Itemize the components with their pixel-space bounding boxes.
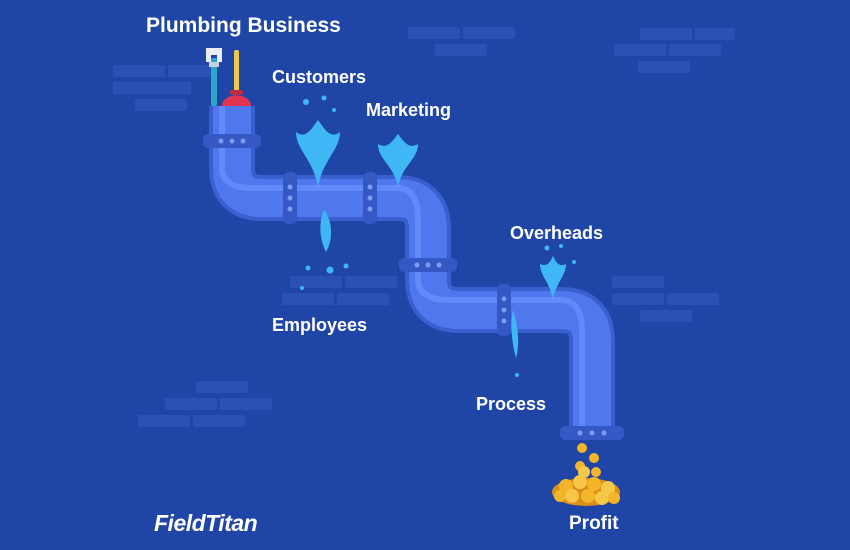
label-marketing: Marketing — [366, 100, 452, 120]
plunger-icon — [222, 50, 251, 106]
water-leaks — [296, 95, 576, 377]
label-customers: Customers — [272, 67, 367, 87]
label-profit: Profit — [569, 513, 619, 534]
fieldtitan-logo: FieldTitan — [154, 510, 258, 536]
wrench-icon — [206, 48, 222, 106]
label-overheads: Overheads — [510, 223, 604, 243]
page-title: Plumbing Business — [146, 14, 341, 37]
pipe-joints — [203, 134, 624, 440]
pipe — [209, 106, 615, 430]
gold-coins-icon — [552, 443, 620, 506]
label-process: Process — [476, 394, 547, 414]
background-bricks — [113, 27, 735, 427]
label-employees: Employees — [272, 315, 368, 335]
